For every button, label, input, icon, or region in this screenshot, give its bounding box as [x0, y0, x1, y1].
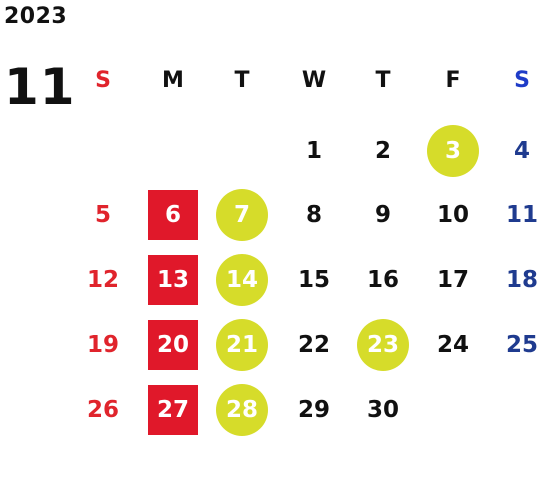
calendar-day[interactable]: 9 — [353, 190, 413, 240]
calendar-day[interactable]: 3 — [423, 125, 483, 177]
event-marker — [216, 319, 268, 371]
day-number: 29 — [297, 397, 330, 423]
day-number: 12 — [86, 267, 119, 293]
calendar-day[interactable]: 28 — [212, 384, 272, 436]
day-number: 9 — [374, 202, 391, 228]
calendar-day[interactable]: 14 — [212, 254, 272, 306]
calendar-day[interactable]: 13 — [143, 255, 203, 305]
weekday-header: F — [445, 67, 461, 93]
day-number: 7 — [233, 202, 250, 228]
holiday-marker — [148, 385, 198, 435]
month-number: 11 — [4, 58, 76, 116]
day-number: 25 — [505, 332, 538, 358]
day-number: 3 — [444, 138, 461, 164]
calendar-day[interactable]: 26 — [73, 385, 133, 435]
day-number: 11 — [505, 202, 538, 228]
calendar-day[interactable]: 25 — [492, 320, 548, 370]
calendar-day[interactable]: 6 — [143, 190, 203, 240]
calendar-day[interactable]: 29 — [284, 385, 344, 435]
day-number: 28 — [225, 397, 258, 423]
day-number: 30 — [366, 397, 399, 423]
day-number: 8 — [305, 202, 322, 228]
calendar-day[interactable]: 27 — [143, 385, 203, 435]
calendar-day[interactable]: 8 — [284, 190, 344, 240]
event-marker — [357, 319, 409, 371]
calendar-day[interactable]: 16 — [353, 255, 413, 305]
holiday-marker — [148, 255, 198, 305]
day-number: 10 — [436, 202, 469, 228]
calendar-day[interactable]: 11 — [492, 190, 548, 240]
day-number: 13 — [156, 267, 189, 293]
calendar-day[interactable]: 20 — [143, 320, 203, 370]
calendar-day[interactable]: 18 — [492, 255, 548, 305]
weekday-header: M — [162, 67, 184, 93]
calendar-day[interactable]: 2 — [353, 126, 413, 176]
calendar-day[interactable]: 19 — [73, 320, 133, 370]
weekday-header: W — [301, 67, 327, 93]
day-number: 4 — [513, 138, 530, 164]
day-number: 26 — [86, 397, 119, 423]
event-marker — [216, 189, 268, 241]
calendar-day[interactable]: 21 — [212, 319, 272, 371]
calendar-day[interactable]: 4 — [492, 126, 548, 176]
calendar-day[interactable]: 1 — [284, 126, 344, 176]
year-label: 2023 — [4, 4, 68, 29]
weekday-header: S — [514, 67, 530, 93]
day-number: 23 — [366, 332, 399, 358]
calendar-day[interactable]: 12 — [73, 255, 133, 305]
day-number: 17 — [436, 267, 469, 293]
weekday-header: T — [234, 67, 250, 93]
event-marker — [216, 254, 268, 306]
day-number: 14 — [225, 267, 258, 293]
weekday-header: S — [95, 67, 111, 93]
calendar-day[interactable]: 5 — [73, 190, 133, 240]
calendar-day[interactable]: 15 — [284, 255, 344, 305]
day-number: 22 — [297, 332, 330, 358]
calendar-day[interactable]: 23 — [353, 319, 413, 371]
calendar-day[interactable]: 24 — [423, 320, 483, 370]
calendar-day[interactable]: 10 — [423, 190, 483, 240]
holiday-marker — [148, 190, 198, 240]
day-number: 18 — [505, 267, 538, 293]
calendar-day[interactable]: 7 — [212, 189, 272, 241]
day-number: 2 — [374, 138, 391, 164]
day-number: 1 — [305, 138, 322, 164]
calendar-day[interactable]: 30 — [353, 385, 413, 435]
day-number: 6 — [164, 202, 181, 228]
day-number: 21 — [225, 332, 258, 358]
day-number: 24 — [436, 332, 469, 358]
day-number: 19 — [86, 332, 119, 358]
day-number: 20 — [156, 332, 189, 358]
day-number: 27 — [156, 397, 189, 423]
day-number: 15 — [297, 267, 330, 293]
day-number: 16 — [366, 267, 399, 293]
weekday-header: T — [375, 67, 391, 93]
calendar-day[interactable]: 17 — [423, 255, 483, 305]
event-marker — [216, 384, 268, 436]
calendar-day[interactable]: 22 — [284, 320, 344, 370]
holiday-marker — [148, 320, 198, 370]
day-number: 5 — [94, 202, 111, 228]
event-marker — [427, 125, 479, 177]
